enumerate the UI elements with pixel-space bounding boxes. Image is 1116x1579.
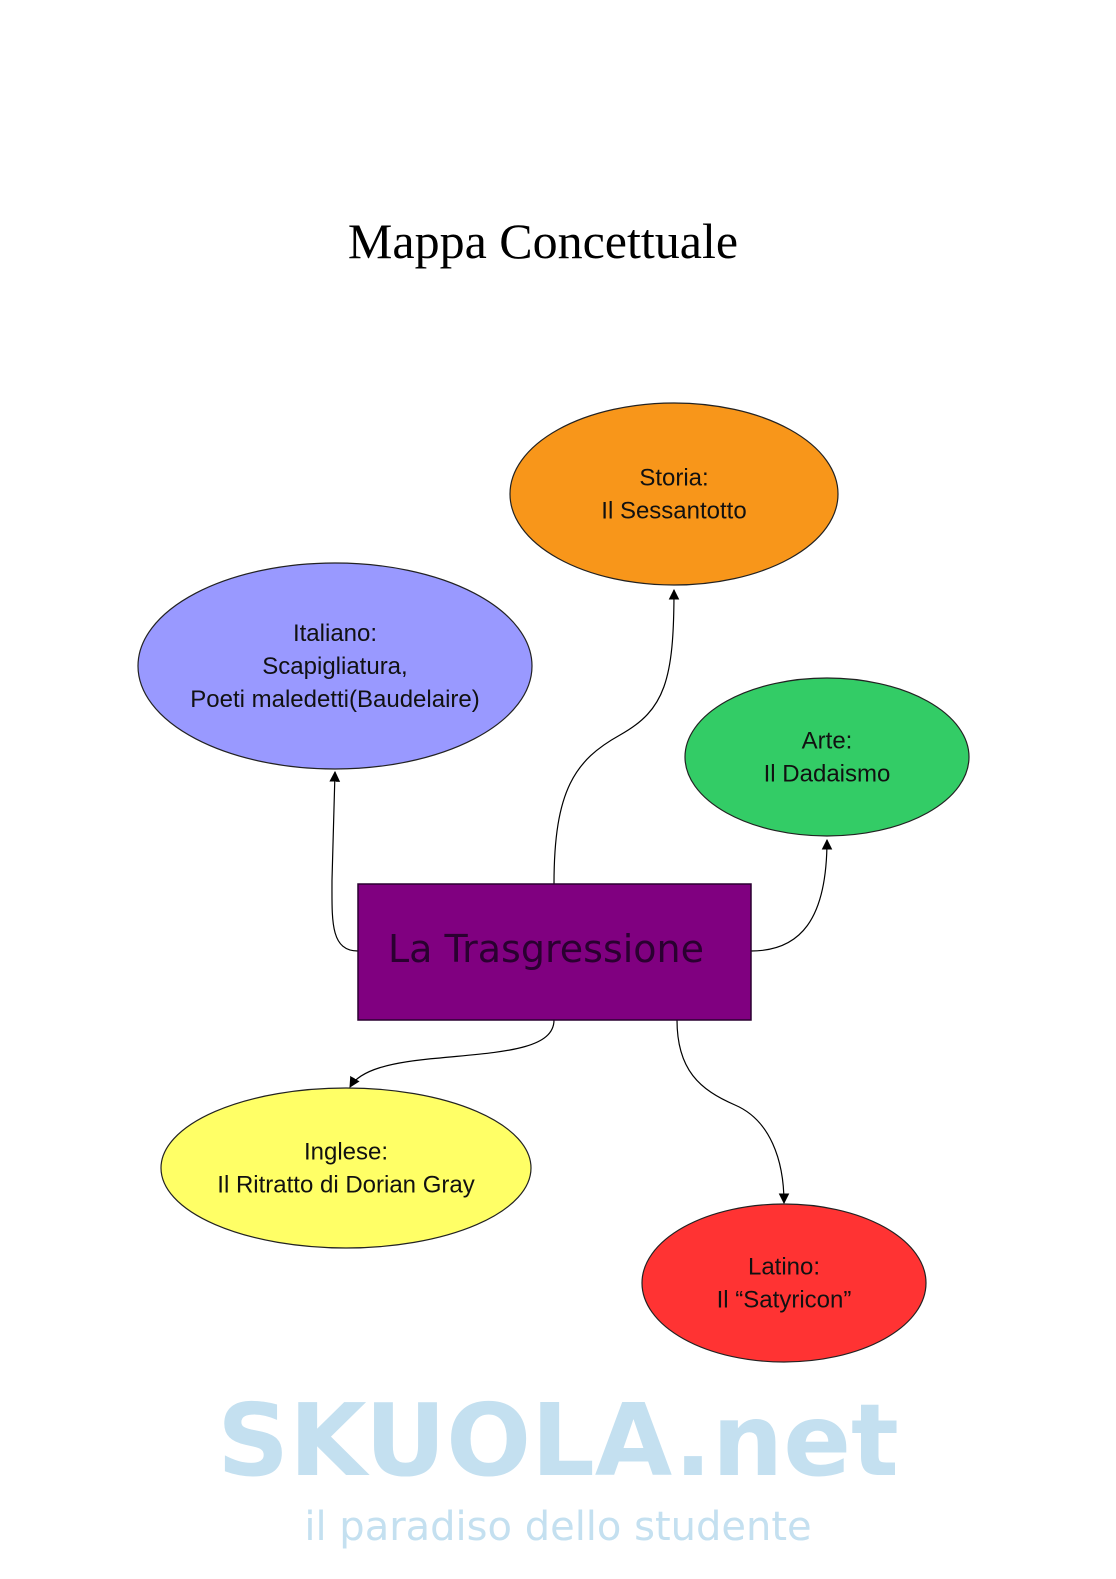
center-box — [357, 883, 752, 1021]
connector-italiano — [329, 770, 359, 952]
node-label: Il Dadaismo — [764, 761, 891, 788]
node-label: Latino: — [748, 1254, 820, 1281]
node-ellipse — [509, 402, 839, 586]
watermark: SKUOLA.net il paradiso dello studente — [217, 1382, 899, 1550]
watermark-tagline: il paradiso dello studente — [304, 1504, 811, 1550]
node-italiano: Italiano: Scapigliatura, Poeti maledetti(B… — [137, 562, 533, 770]
node-inglese: Inglese: Il Ritratto di Dorian Gray — [160, 1087, 532, 1249]
node-label: Storia: — [639, 465, 708, 492]
page-title: Mappa Concettuale — [348, 213, 738, 269]
connector-storia — [553, 588, 680, 885]
node-label: Arte: — [802, 728, 853, 755]
node-label: Inglese: — [304, 1139, 388, 1166]
center-node: La Trasgressione — [357, 883, 752, 1021]
node-label: Scapigliatura, — [262, 653, 407, 680]
watermark-brand: SKUOLA.net — [217, 1382, 899, 1499]
center-label: La Trasgressione — [388, 927, 704, 971]
node-ellipse — [160, 1087, 532, 1249]
connector-inglese — [349, 1019, 555, 1088]
node-label: Italiano: — [293, 620, 377, 647]
node-label: Il “Satyricon” — [717, 1287, 852, 1314]
node-ellipse — [137, 562, 533, 770]
connectors — [329, 588, 833, 1205]
node-label: Il Sessantotto — [601, 498, 746, 525]
connector-arte — [750, 838, 833, 952]
node-label: Il Ritratto di Dorian Gray — [217, 1172, 474, 1199]
node-label: Poeti maledetti(Baudelaire) — [190, 686, 480, 713]
node-ellipse — [641, 1203, 927, 1363]
node-arte: Arte: Il Dadaismo — [684, 677, 970, 837]
node-latino: Latino: Il “Satyricon” — [641, 1203, 927, 1363]
node-ellipse — [684, 677, 970, 837]
connector-latino — [676, 1019, 790, 1205]
node-storia: Storia: Il Sessantotto — [509, 402, 839, 586]
